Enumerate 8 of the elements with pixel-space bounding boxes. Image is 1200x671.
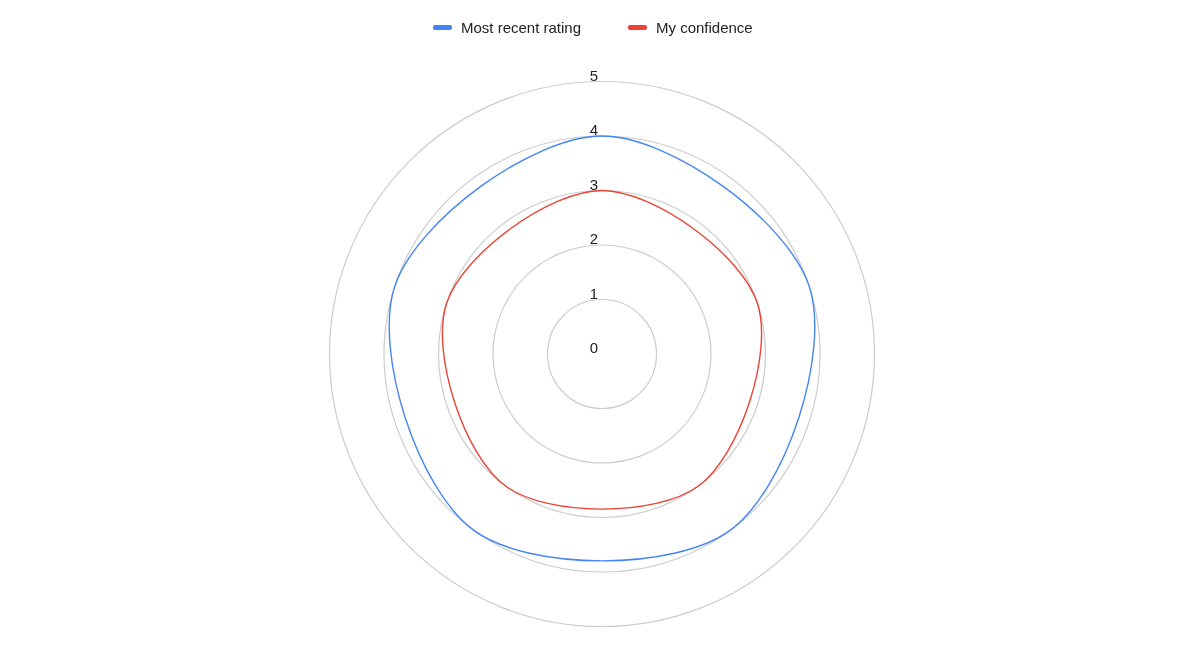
axis-tick-label: 4: [589, 121, 599, 137]
axis-tick-label: 1: [589, 285, 599, 300]
axis-tick-label: 0: [589, 339, 599, 355]
legend-label: My confidence: [656, 19, 753, 36]
axis-tick-label: 2: [589, 230, 599, 246]
axis-tick-label: 3: [589, 176, 599, 191]
legend-label: Most recent rating: [461, 19, 582, 36]
axis-tick-label: 5: [589, 67, 599, 82]
